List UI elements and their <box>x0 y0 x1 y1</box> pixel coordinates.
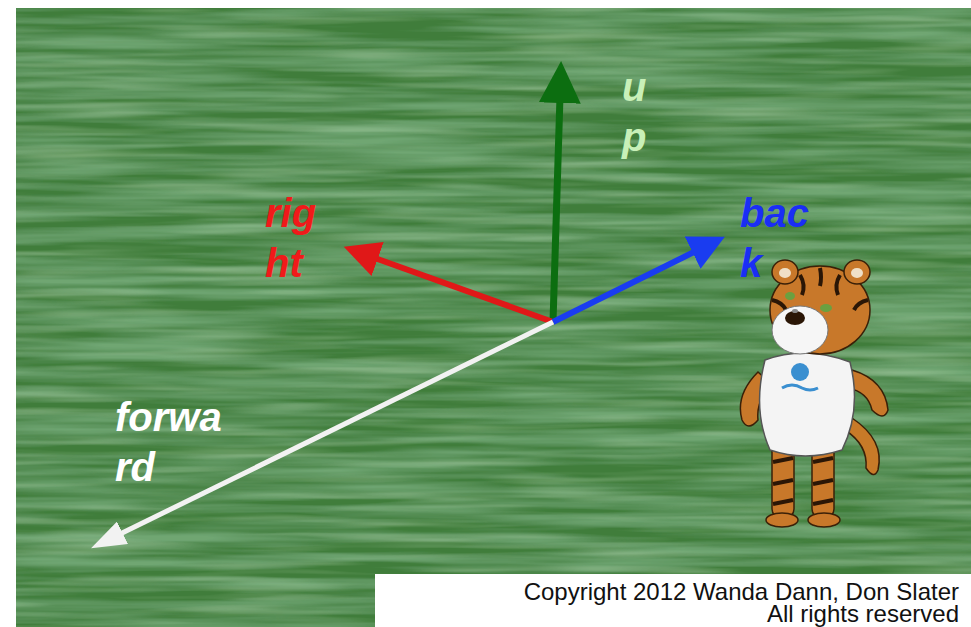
left-margin <box>0 0 16 627</box>
rights-note: All rights reserved <box>767 600 959 627</box>
back-axis <box>553 250 698 322</box>
up-label: u p <box>622 62 646 162</box>
up-axis <box>553 96 560 322</box>
tiger-figure: ​ <box>740 260 888 527</box>
right-label: rig ht <box>265 188 316 288</box>
forward-label: forwa rd <box>115 392 222 492</box>
right-axis <box>372 257 553 322</box>
top-margin <box>0 0 971 8</box>
back-label: bac k <box>740 188 809 288</box>
copyright-band <box>375 574 971 627</box>
